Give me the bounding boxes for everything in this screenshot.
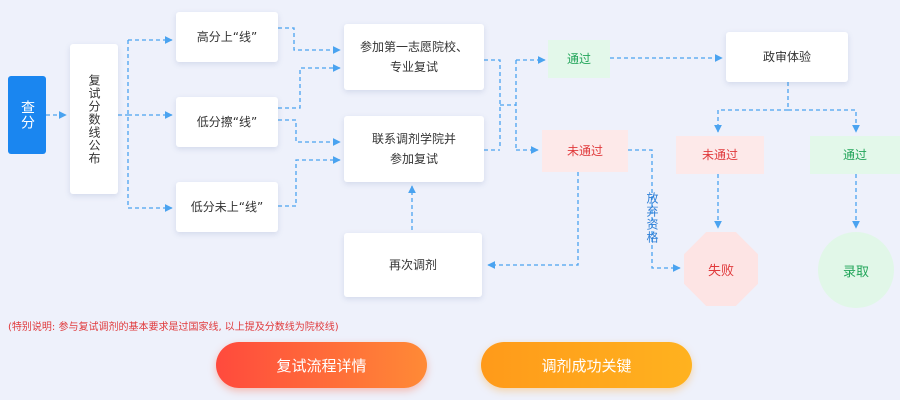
node-fail-1: 未通过 [542, 130, 628, 172]
node-readjust: 再次调剂 [344, 233, 482, 297]
node-pass-2: 通过 [810, 136, 900, 174]
node-pass-1: 通过 [548, 40, 610, 78]
node-admitted: 录取 [818, 232, 894, 308]
node-edge-score: 低分擦“线” [176, 97, 278, 147]
node-failed: 失败 [684, 232, 758, 306]
special-note: (特别说明: 参与复试调剂的基本要求是过国家线, 以上提及分数线为院校线) [8, 322, 339, 333]
adjust-key-button[interactable]: 调剂成功关键 [481, 342, 692, 388]
node-high-score: 高分上“线” [176, 12, 278, 62]
node-chafen: 查分 [8, 76, 46, 154]
node-below-score: 低分未上“线” [176, 182, 278, 232]
node-fail-2: 未通过 [676, 136, 764, 174]
process-detail-button[interactable]: 复试流程详情 [216, 342, 427, 388]
giveup-label: 放弃资格 [645, 192, 659, 244]
node-political-review: 政审体验 [726, 32, 848, 82]
node-adjust: 联系调剂学院并 参加复试 [344, 116, 484, 182]
node-first-choice: 参加第一志愿院校、 专业复试 [344, 24, 484, 90]
node-publish: 复试分数线公布 [70, 44, 118, 194]
